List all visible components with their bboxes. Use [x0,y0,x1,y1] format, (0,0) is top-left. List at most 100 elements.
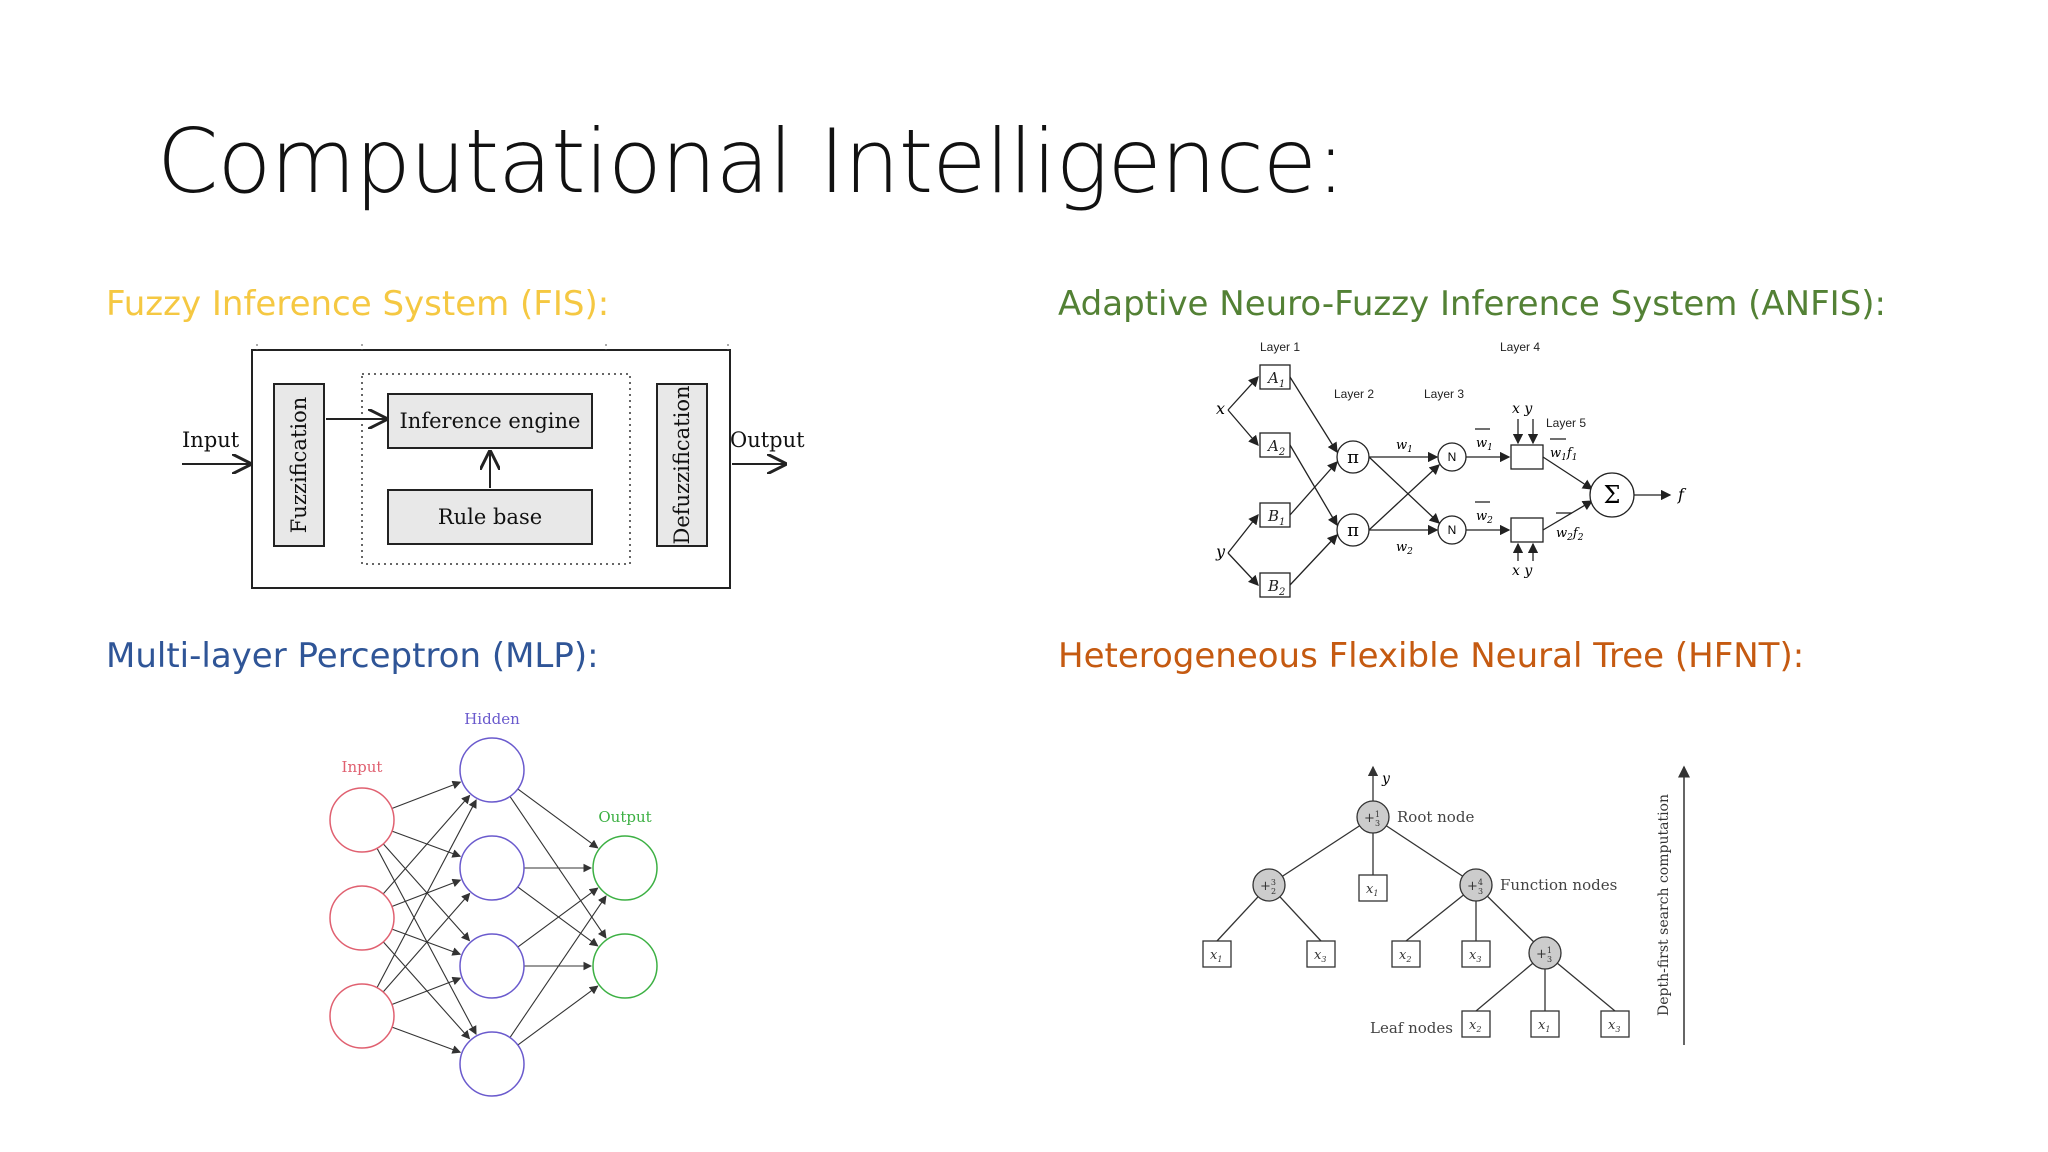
hfnt-output-y: y [1381,771,1391,787]
mlp-edge [517,887,599,948]
mlp-edge [382,794,471,895]
inference-engine-box [387,393,593,449]
fis-outer-box [251,349,731,589]
fis-diagram: Fuzzification Inference engine Rule base… [182,344,805,589]
mlp-edge [391,976,462,1006]
rule-base-box [387,489,593,545]
svg-text:x2: x2 [1469,1018,1481,1034]
svg-text:x3: x3 [1608,1018,1620,1034]
hfnt-function-nodes-label: Function nodes [1500,876,1617,894]
svg-text:x1: x1 [1210,948,1222,964]
hfnt-leaf-x1-a [1202,940,1232,968]
anfis-input-x: x [1216,399,1225,418]
rule-base-label: Rule base [438,505,542,529]
anfis-diagram: Layer 1 Layer 2 Layer 3 Layer 4 Layer 5 … [1215,340,1687,598]
svg-text:x1: x1 [1538,1018,1550,1034]
svg-text:w2: w2 [1476,509,1493,526]
mlp-input-label: Input [342,758,383,776]
hfnt-axis-label: Depth-first search computation [1656,794,1672,1016]
slide-title: Computational Intelligence: [157,110,1346,213]
svg-text:π: π [1347,520,1359,541]
mlp-edge [391,780,462,810]
hfnt-function-node-3 [1528,936,1562,970]
svg-text:+13: +13 [1536,946,1552,964]
mlp-edge [517,985,599,1046]
svg-text:w1f1: w1f1 [1550,446,1577,463]
hfnt-leaf-x2-b [1461,1010,1491,1038]
mlp-hidden-node-1 [459,737,525,803]
mlp-edge [382,941,471,1040]
svg-text:w2f2: w2f2 [1556,526,1584,543]
mlp-diagram: Input Hidden Output [329,710,658,1097]
anfis-mf-a1 [1259,364,1291,390]
mlp-edge [517,788,599,849]
mlp-edge [509,796,607,939]
mlp-hidden-node-4 [459,1031,525,1097]
hfnt-heading: Heterogeneous Flexible Neural Tree (HFNT… [1058,636,1805,676]
mlp-hidden-node-3 [459,933,525,999]
anfis-layer3-label: Layer 3 [1424,387,1464,401]
anfis-layer4-label: Layer 4 [1500,340,1540,354]
mlp-edge [509,895,607,1038]
fis-output-label: Output [730,428,805,452]
svg-text:B1: B1 [1267,507,1285,528]
svg-text:B2: B2 [1267,577,1285,598]
mlp-output-node-1 [592,835,658,901]
anfis-output-f: f [1677,485,1687,504]
anfis-layer5-label: Layer 5 [1546,416,1586,430]
hfnt-leaf-x3-b [1461,940,1491,968]
svg-text:A2: A2 [1266,437,1285,458]
svg-text:x3: x3 [1469,948,1481,964]
mlp-input-node-1 [329,787,395,853]
mlp-hidden-label: Hidden [464,710,520,728]
mlp-edge [382,892,471,993]
svg-text:x y: x y [1512,563,1533,579]
mlp-output-label: Output [598,808,651,826]
hfnt-leaf-nodes-label: Leaf nodes [1370,1019,1453,1037]
svg-text:+43: +43 [1467,878,1483,896]
anfis-heading: Adaptive Neuro-Fuzzy Inference System (A… [1058,284,1887,324]
svg-text:w2: w2 [1396,540,1413,557]
hfnt-root-node-label: Root node [1397,808,1474,826]
hfnt-leaf-x3-a [1306,940,1336,968]
defuzzification-box [656,383,708,547]
svg-text:x2: x2 [1399,948,1411,964]
mlp-output-node-2 [592,933,658,999]
hfnt-leaf-x1-b [1530,1010,1560,1038]
mlp-edge [391,830,462,858]
svg-text:+13: +13 [1364,810,1380,828]
anfis-input-y: y [1215,542,1226,561]
mlp-edge [376,847,477,1035]
anfis-layer2-label: Layer 2 [1334,387,1374,401]
mlp-edge [391,1026,462,1054]
mlp-heading: Multi-layer Perceptron (MLP): [106,636,599,676]
fis-dotted-region [361,373,631,565]
defuzzification-label: Defuzzification [670,385,694,544]
svg-text:N: N [1448,523,1457,537]
mlp-edge [517,886,599,947]
inference-engine-label: Inference engine [400,409,581,433]
mlp-edge [376,799,477,988]
anfis-layer1-label: Layer 1 [1260,340,1300,354]
hfnt-root-node [1356,800,1390,834]
svg-text:w1: w1 [1476,436,1493,453]
fis-heading: Fuzzy Inference System (FIS): [106,284,610,324]
fuzzification-box [273,383,325,547]
hfnt-function-node-1 [1252,868,1286,902]
mlp-edge [391,928,462,956]
mlp-edge [391,878,462,908]
mlp-edge [382,843,471,942]
hfnt-leaf-x2-a [1391,940,1421,968]
hfnt-function-node-2 [1459,868,1493,902]
hfnt-leaf-x3-c [1600,1010,1630,1038]
fuzzification-label: Fuzzification [287,397,311,534]
svg-text:Σ: Σ [1604,481,1621,509]
mlp-input-node-2 [329,885,395,951]
mlp-input-node-3 [329,983,395,1049]
anfis-layer4-node-2 [1510,517,1544,543]
mlp-hidden-node-2 [459,835,525,901]
svg-text:x1: x1 [1366,882,1378,898]
svg-text:N: N [1448,450,1457,464]
hfnt-leaf-root-x1 [1358,874,1388,902]
